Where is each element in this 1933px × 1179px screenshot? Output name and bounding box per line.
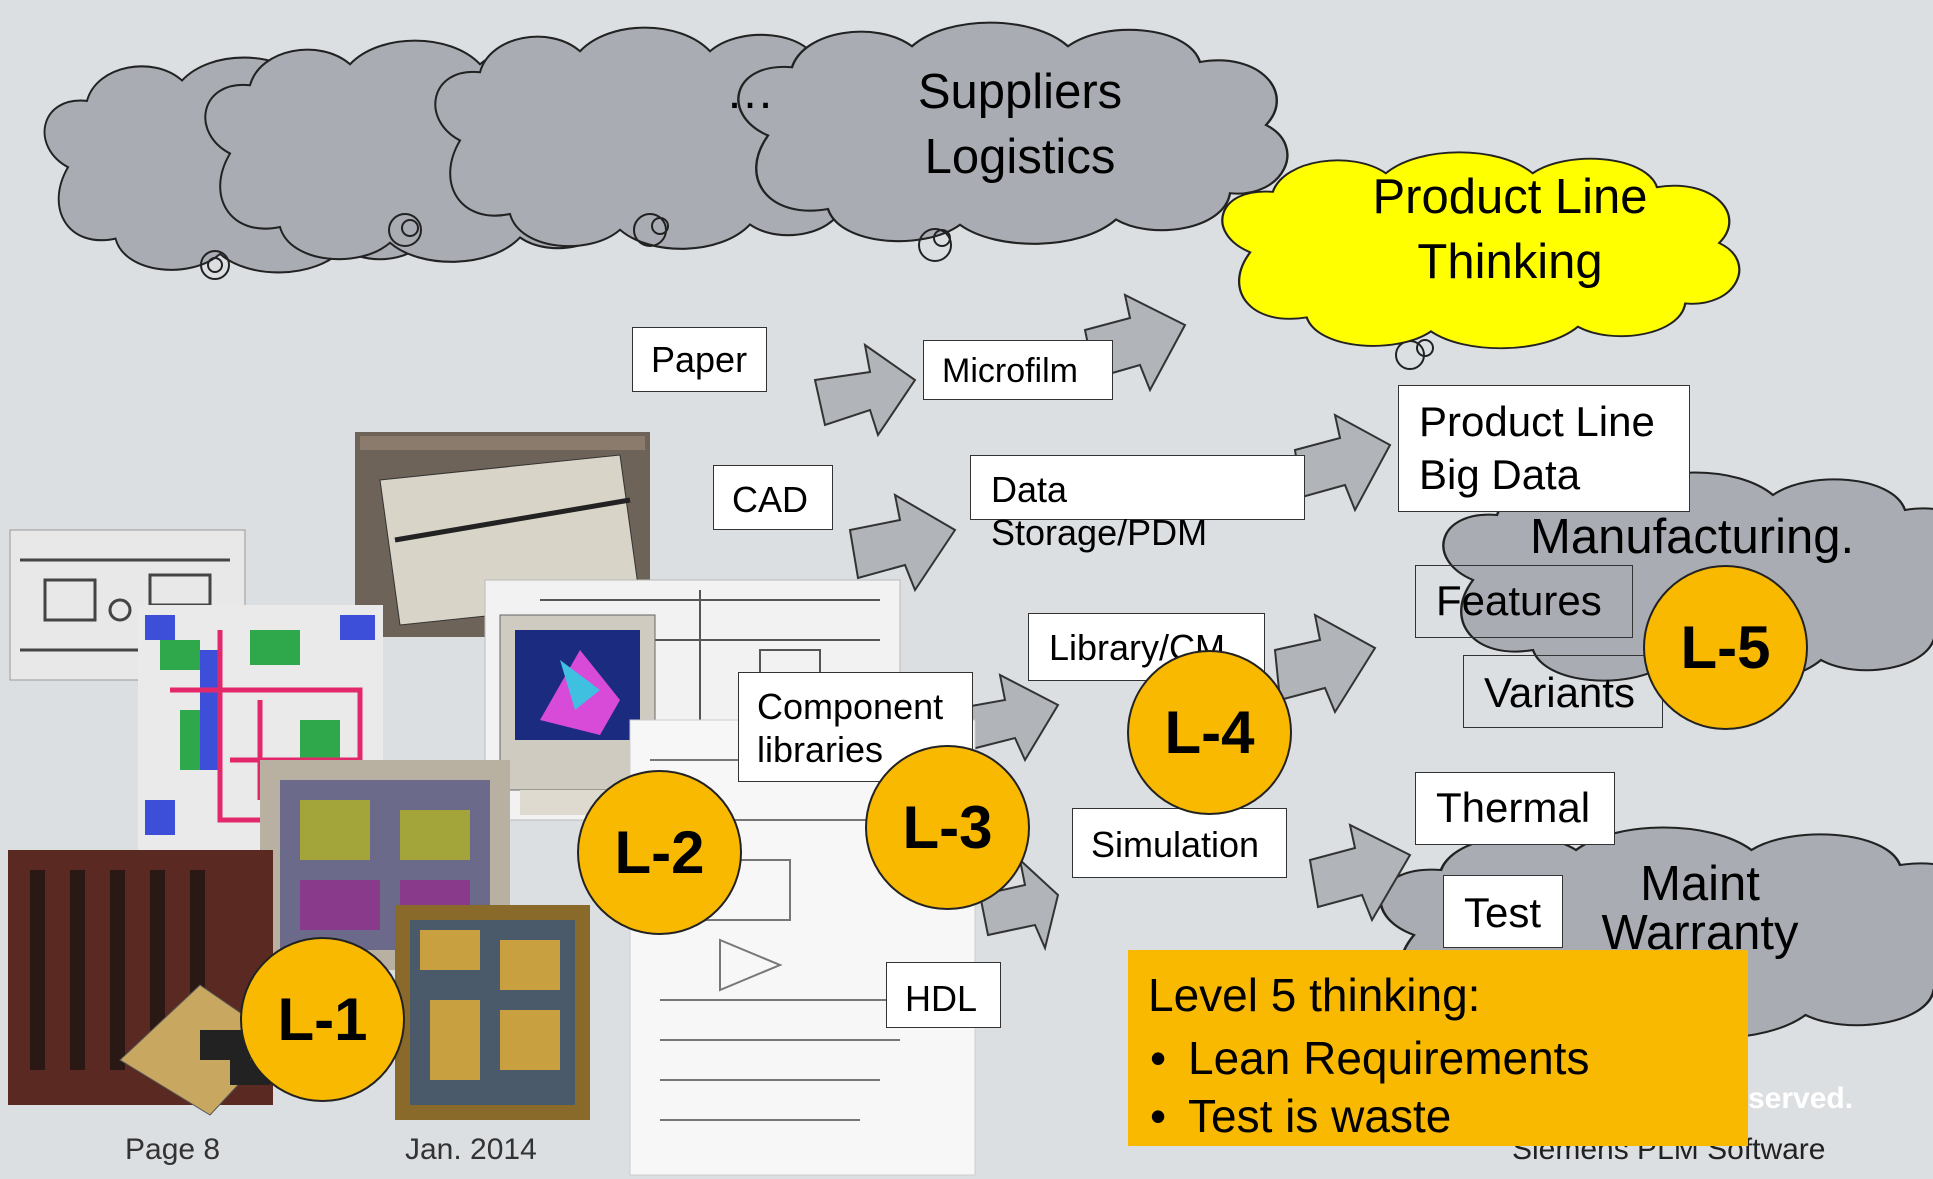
product-line-text: Product Line	[1372, 170, 1648, 224]
photo-die-photo	[395, 905, 590, 1120]
arrow-simulation-thermal	[1308, 823, 1412, 923]
box-test: Test	[1443, 875, 1563, 948]
cloud-product-line-label: Product Line Thinking	[1260, 165, 1760, 294]
callout-item-test: Test is waste	[1150, 1088, 1728, 1146]
cloud-tails	[200, 213, 1434, 370]
level-l1: L-1	[240, 937, 405, 1102]
box-cad: CAD	[713, 465, 833, 530]
arrow-datastorage-bigdata	[1293, 413, 1392, 513]
footer-page: Page 8	[125, 1133, 221, 1166]
box-microfilm: Microfilm	[923, 340, 1113, 400]
box-thermal: Thermal	[1415, 772, 1615, 845]
component-line1: Component	[757, 686, 944, 727]
arrow-component-library	[958, 673, 1060, 763]
cloud-ellipsis: …	[725, 65, 775, 119]
box-variants: Variants	[1463, 655, 1663, 728]
photo-circuit-board	[8, 850, 281, 1116]
component-line2: libraries	[757, 729, 884, 771]
suppliers-text: Suppliers	[917, 65, 1123, 119]
box-features: Features	[1415, 565, 1633, 638]
callout-heading: Level 5 thinking:	[1148, 969, 1481, 1021]
cloud-manufacturing-label: Manufacturing.	[1530, 510, 1855, 564]
arrow-paper-microfilm	[813, 342, 917, 438]
footer-copyright: served.	[1748, 1082, 1854, 1115]
cloud-suppliers-label: Suppliers Logistics	[860, 60, 1180, 189]
box-product-line-big-data: Product Line Big Data	[1398, 385, 1690, 512]
footer-date: Jan. 2014	[405, 1133, 537, 1166]
arrow-l3-hdl	[978, 857, 1060, 952]
box-paper: Paper	[632, 327, 767, 392]
big-data-line2: Big Data	[1419, 450, 1581, 498]
maint-text: Maint	[1640, 857, 1760, 911]
big-data-line1: Product Line	[1419, 398, 1655, 445]
logistics-text: Logistics	[924, 129, 1116, 184]
arrow-library-features	[1273, 613, 1377, 715]
arrow-cad-datastorage	[848, 493, 957, 593]
level-l5: L-5	[1643, 565, 1808, 730]
callout-list: Lean Requirements Test is waste	[1148, 1030, 1728, 1146]
level-l2: L-2	[577, 770, 742, 935]
level-l3: L-3	[865, 745, 1030, 910]
thinking-text: Thinking	[1417, 234, 1603, 289]
warranty-text: Warranty	[1601, 906, 1799, 960]
callout-item-lean: Lean Requirements	[1150, 1030, 1728, 1088]
level-l4: L-4	[1127, 650, 1292, 815]
box-data-storage: Data Storage/PDM	[970, 455, 1305, 553]
box-hdl: HDL	[886, 962, 1001, 1028]
level5-callout: Level 5 thinking: Lean Requirements Test…	[1128, 950, 1748, 1146]
cloud-maint-label: Maint Warranty	[1560, 860, 1840, 958]
box-simulation: Simulation	[1072, 808, 1287, 878]
